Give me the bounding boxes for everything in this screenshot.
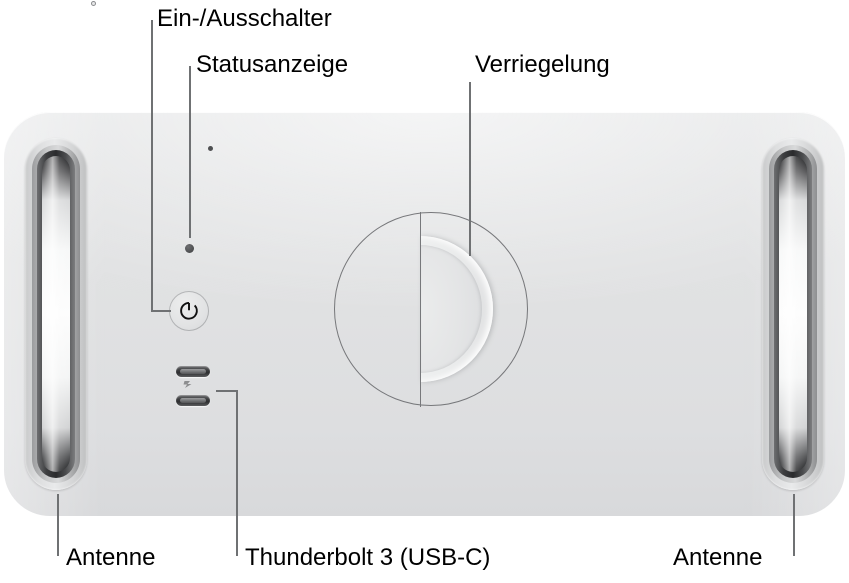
leader-line-status-indicator [189, 66, 191, 238]
antenna-core-gloss [779, 156, 807, 472]
power-icon [180, 301, 198, 320]
leader-line-antenna-left [57, 494, 59, 556]
latch-outer-ring [334, 212, 528, 406]
thunderbolt-icon [183, 381, 192, 388]
callout-label-status-indicator: Statusanzeige [196, 51, 349, 78]
usb-c-port-icon [176, 395, 210, 406]
leader-line-power-button-horizontal [151, 310, 171, 312]
latch-dial-icon [334, 212, 530, 408]
callout-label-power-button: Ein-/Ausschalter [157, 5, 332, 32]
unlock-mark-icon [91, 1, 96, 6]
antenna-slot-right-icon [762, 138, 824, 490]
callout-label-antenna-left: Antenne [66, 544, 156, 571]
leader-line-latch [469, 82, 471, 256]
leader-line-antenna-right [793, 494, 795, 556]
callout-label-antenna-right: Antenne [673, 544, 763, 571]
latch-divider-line [420, 212, 421, 407]
power-button[interactable] [169, 291, 209, 331]
antenna-core-gloss [42, 156, 70, 472]
leader-line-thunderbolt-vertical [236, 390, 238, 556]
usb-c-port-cavity [180, 398, 206, 403]
latch-handle-recess [420, 245, 482, 373]
usb-c-port-cavity [180, 369, 206, 374]
lock-mark-icon [208, 146, 213, 151]
status-led-icon [185, 244, 194, 253]
usb-c-port-icon [176, 366, 210, 377]
callout-label-latch: Verriegelung [475, 51, 610, 78]
antenna-slot-left-icon [25, 138, 87, 490]
callout-label-thunderbolt: Thunderbolt 3 (USB-C) [245, 544, 491, 571]
leader-line-power-button-vertical [151, 20, 153, 312]
leader-line-thunderbolt-horizontal [216, 390, 238, 392]
